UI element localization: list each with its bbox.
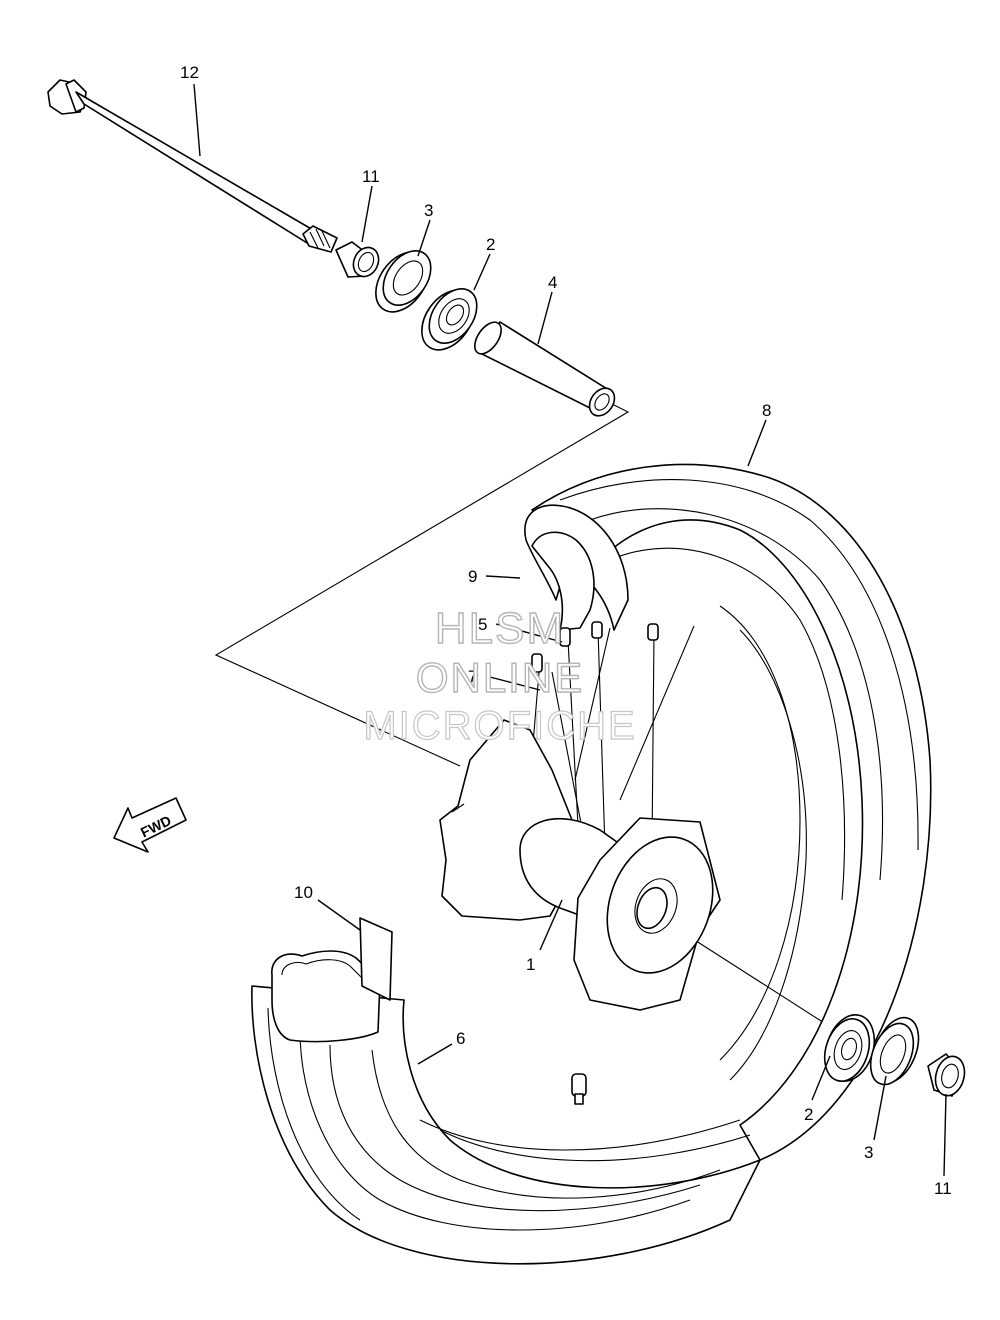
callout-9: 9 xyxy=(468,567,477,586)
callout-11-top: 11 xyxy=(362,167,380,186)
oil-seal-bottom xyxy=(869,1016,920,1086)
forward-direction-arrow: FWD xyxy=(113,797,187,853)
rim-band xyxy=(271,917,393,1043)
callout-numbers: 12 11 3 2 4 8 9 5 7 10 1 6 2 3 11 xyxy=(180,63,952,1198)
callout-7: 7 xyxy=(468,667,477,686)
callout-5: 5 xyxy=(478,615,487,634)
callout-8: 8 xyxy=(762,401,771,420)
front-axle xyxy=(47,79,338,253)
callout-3-top: 3 xyxy=(424,201,433,220)
callout-2-top: 2 xyxy=(486,235,495,254)
callout-1: 1 xyxy=(526,955,535,974)
callout-6: 6 xyxy=(456,1029,465,1048)
wheel-hub xyxy=(519,817,721,1011)
collar-top xyxy=(335,241,380,278)
oil-seal-top xyxy=(375,250,432,313)
bearing-bottom xyxy=(823,1014,876,1082)
tire-front-half xyxy=(251,985,761,1265)
collar-bottom xyxy=(927,1053,966,1097)
callout-2-bottom: 2 xyxy=(804,1105,813,1124)
tire-valve xyxy=(571,1073,587,1105)
tire xyxy=(531,463,932,1161)
callout-4: 4 xyxy=(548,273,557,292)
bearing-top xyxy=(421,288,478,351)
callout-12: 12 xyxy=(180,63,199,82)
callout-11-bottom: 11 xyxy=(934,1179,952,1198)
wheel-spacer xyxy=(474,321,616,417)
callout-3-bottom: 3 xyxy=(864,1143,873,1162)
callout-10: 10 xyxy=(294,883,313,902)
callout-leaders xyxy=(193,83,947,1177)
tube-section xyxy=(524,504,629,631)
